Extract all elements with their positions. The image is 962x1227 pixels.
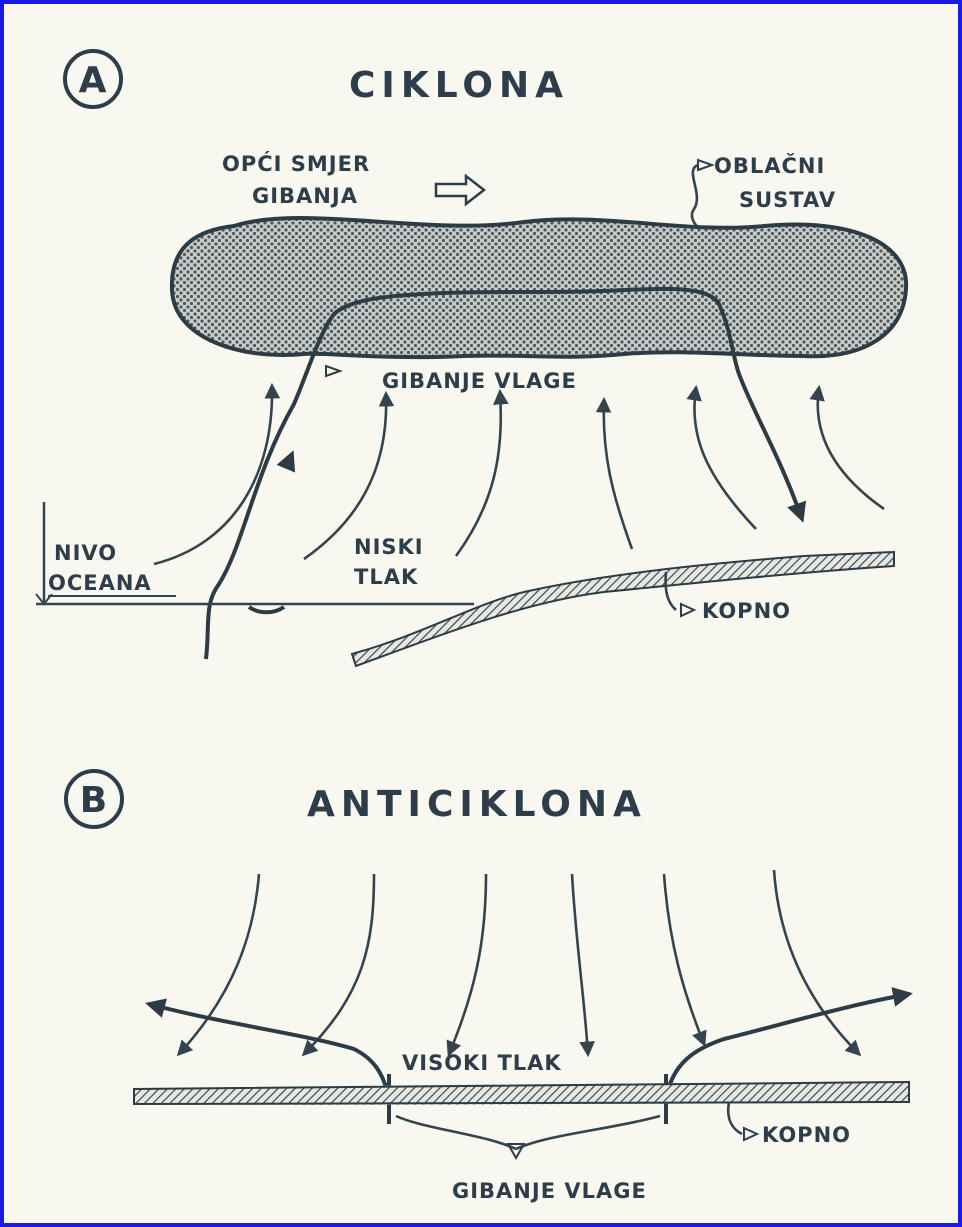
divergence-flow-left [149, 1004, 389, 1099]
moisture-pointer-icon [326, 366, 340, 376]
panel-b-marker-letter: B [80, 780, 108, 821]
downdraft-arrow-3 [449, 874, 486, 1054]
panel-a: A CIKLONA OPĆI SMJER GIBANJA OBLAČNI SUS… [36, 51, 906, 666]
direction-label-line1: OPĆI SMJER [222, 151, 370, 176]
updraft-arrow-3 [456, 392, 501, 556]
land-pointer-line-b [728, 1102, 742, 1134]
cloud-label-line1: OBLAČNI [714, 153, 825, 178]
panel-a-marker-letter: A [79, 60, 108, 101]
cloud-pointer-icon [698, 160, 712, 170]
panel-a-marker: A [65, 51, 121, 107]
land-surface-b [134, 1082, 909, 1105]
panel-a-title: CIKLONA [349, 65, 569, 106]
updraft-arrow-5 [694, 388, 756, 529]
updraft-arrow-6 [818, 388, 884, 509]
downdraft-arrow-5 [664, 874, 704, 1044]
downdraft-arrow-4 [572, 874, 588, 1054]
pressure-label-b: VISOKI TLAK [402, 1051, 562, 1075]
cloud-system [172, 218, 906, 357]
moisture-label: GIBANJE VLAGE [382, 369, 577, 393]
cloud-pointer-line [692, 165, 699, 228]
land-label-a: KOPNO [702, 599, 791, 623]
pressure-label-line1: NISKI [354, 535, 424, 559]
downdraft-arrow-2 [304, 874, 374, 1054]
ocean-surface-mark [249, 607, 284, 612]
direction-label-line2: GIBANJA [252, 184, 358, 208]
land-pointer-icon-b [744, 1128, 757, 1140]
ocean-label-line2: OCEANA [48, 571, 152, 595]
land-label-b: KOPNO [762, 1123, 851, 1147]
moisture-label-b: GIBANJE VLAGE [452, 1179, 647, 1203]
cloud-label-line2: SUSTAV [739, 188, 836, 212]
pressure-label-line2: TLAK [354, 565, 418, 589]
panel-b-marker: B [66, 771, 122, 827]
ocean-label-line1: NIVO [54, 541, 117, 565]
updraft-arrow-4 [604, 400, 632, 549]
panel-b-title: ANTICIKLONA [307, 784, 647, 825]
moisture-bracket-b [396, 1116, 660, 1149]
diagram-canvas: A CIKLONA OPĆI SMJER GIBANJA OBLAČNI SUS… [4, 4, 958, 1223]
direction-arrow-icon [436, 176, 484, 204]
land-surface-a [352, 552, 894, 666]
updraft-arrow-1 [154, 386, 272, 564]
downdraft-arrow-6 [774, 870, 859, 1054]
land-pointer-icon-a [681, 604, 694, 616]
moisture-flow-arrowhead [287, 454, 292, 466]
panel-b: B ANTICIKLONA VISOKI TLAK KOPNO GIBANJE … [66, 771, 909, 1203]
